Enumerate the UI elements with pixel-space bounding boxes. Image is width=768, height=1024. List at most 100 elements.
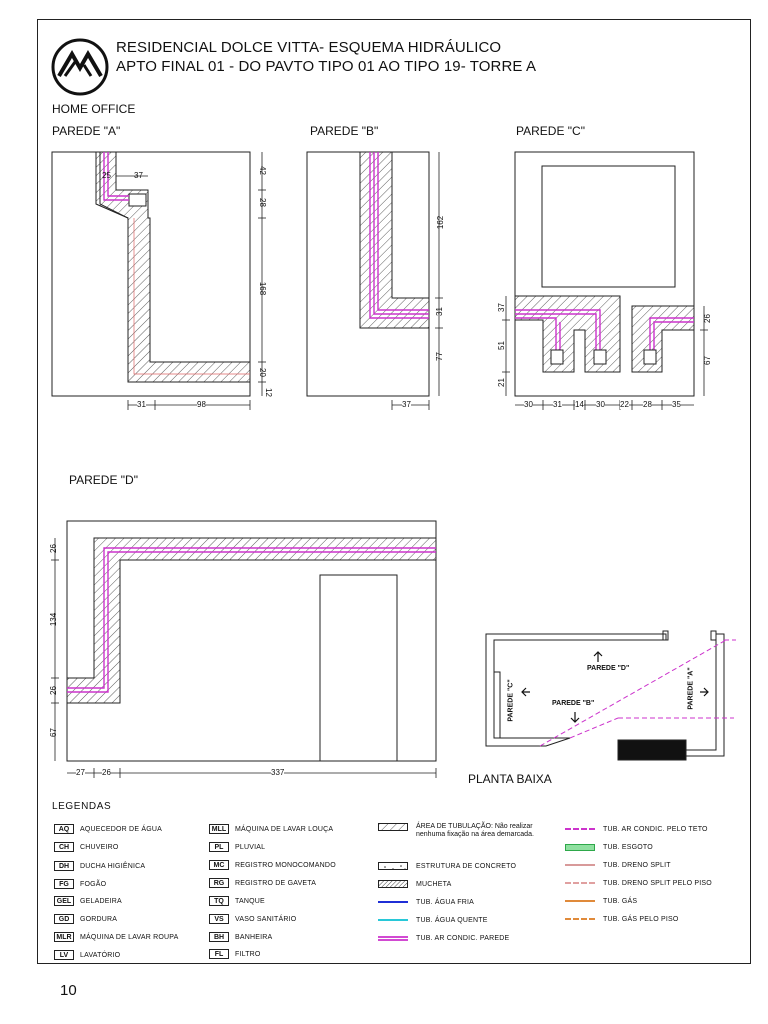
- legend-label: TUB. AR CONDIC. PELO TETO: [603, 825, 708, 833]
- wall-a-elevation: [51, 151, 251, 397]
- dim-label: 337: [271, 768, 285, 777]
- dim-label: 37: [496, 303, 506, 312]
- legend-label: TUB. GÁS PELO PISO: [603, 915, 679, 923]
- wall-b-title: PAREDE "B": [310, 124, 379, 138]
- dim-label: 21: [496, 378, 506, 387]
- wall-a-dimensions: [116, 152, 266, 410]
- legend-label: GORDURA: [80, 915, 118, 923]
- legend-code: RG: [209, 878, 229, 888]
- legend-code: BH: [209, 932, 229, 942]
- legend-code: VS: [209, 914, 229, 924]
- legend-label: FOGÃO: [80, 880, 107, 888]
- legend-item: ESTRUTURA DE CONCRETO: [378, 860, 516, 872]
- dim-label: 37: [402, 400, 411, 409]
- legend-item: TUB. ÁGUA QUENTE: [378, 914, 488, 926]
- legend-label: TUB. ESGOTO: [603, 843, 653, 851]
- dim-label: 20: [257, 368, 267, 377]
- legend-label: REGISTRO DE GAVETA: [235, 879, 317, 887]
- dim-label: 28: [257, 198, 267, 207]
- legend-code: MC: [209, 860, 229, 870]
- dim-label: 98: [197, 400, 206, 409]
- legend-label: AQUECEDOR DE ÁGUA: [80, 825, 162, 833]
- ac-wall-line-icon: [378, 935, 408, 941]
- wall-c-elevation: [514, 151, 695, 397]
- legend-item: TUB. DRENO SPLIT PELO PISO: [565, 877, 712, 889]
- dim-label: 26: [48, 686, 58, 695]
- dim-label: 35: [672, 400, 681, 409]
- legend-item: TUB. AR CONDIC. PAREDE: [378, 932, 509, 944]
- dim-label: 162: [436, 215, 446, 230]
- legend-label: TUB. AR CONDIC. PAREDE: [416, 934, 510, 942]
- legend-label: REGISTRO MONOCOMANDO: [235, 861, 336, 869]
- floor-plan: [485, 630, 736, 761]
- wall-d-elevation: [66, 520, 437, 762]
- gas-line-icon: [565, 900, 595, 902]
- legend-label: ESTRUTURA DE CONCRETO: [416, 862, 517, 870]
- legend-label: DUCHA HIGIÊNICA: [80, 862, 146, 870]
- legend-label: LAVATÓRIO: [80, 951, 121, 959]
- plan-label-wall-c: PAREDE "C": [507, 679, 515, 722]
- page-number: 10: [60, 982, 77, 999]
- dim-label: 67: [48, 728, 58, 737]
- drawing-title: RESIDENCIAL DOLCE VITTA- ESQUEMA HIDRÁUL…: [116, 38, 536, 76]
- concrete-swatch-icon: [378, 862, 408, 870]
- legend-code: TQ: [209, 896, 229, 906]
- legend-item: ÁREA DE TUBULAÇÃO: Não realizar nenhuma …: [378, 823, 536, 845]
- split-drain-floor-line-icon: [565, 882, 595, 884]
- legend-label: ÁREA DE TUBULAÇÃO: Não realizar nenhuma …: [416, 823, 534, 838]
- ac-ceiling-line-icon: [565, 828, 595, 830]
- legend-item: LV LAVATÓRIO: [54, 949, 120, 961]
- legend-label: MÁQUINA DE LAVAR ROUPA: [80, 933, 179, 941]
- legend-code: LV: [54, 950, 74, 960]
- dim-label: 30: [596, 400, 605, 409]
- wall-d-dimensions: [51, 538, 437, 778]
- wall-b-elevation: [306, 151, 430, 397]
- legend-item: MLL MÁQUINA DE LAVAR LOUÇA: [209, 823, 333, 835]
- legend-label: MÁQUINA DE LAVAR LOUÇA: [235, 825, 334, 833]
- hot-water-line-icon: [378, 919, 408, 921]
- hatch-swatch-icon: [378, 823, 408, 831]
- legend-item: MC REGISTRO MONOCOMANDO: [209, 859, 336, 871]
- dim-label: 77: [434, 352, 444, 361]
- legend-item: TUB. GÁS: [565, 895, 637, 907]
- legend-code: AQ: [54, 824, 74, 834]
- cold-water-line-icon: [378, 901, 408, 903]
- legend-item: TUB. ÁGUA FRIA: [378, 896, 474, 908]
- wall-d-title: PAREDE "D": [69, 473, 138, 487]
- mucheta-swatch-icon: [378, 880, 408, 888]
- legend-label: TUB. ÁGUA FRIA: [416, 898, 475, 906]
- floor-plan-title: PLANTA BAIXA: [468, 772, 552, 786]
- legend-label: TUB. DRENO SPLIT: [603, 861, 671, 869]
- company-logo-icon: [51, 38, 109, 96]
- dim-label: 37: [134, 171, 143, 180]
- gas-floor-line-icon: [565, 918, 595, 920]
- title-line-2: APTO FINAL 01 - DO PAVTO TIPO 01 AO TIPO…: [116, 58, 537, 75]
- title-line-1: RESIDENCIAL DOLCE VITTA- ESQUEMA HIDRÁUL…: [116, 39, 502, 56]
- legend-label: TUB. ÁGUA QUENTE: [416, 916, 488, 924]
- dim-label: 26: [102, 768, 111, 777]
- dim-label: 26: [48, 544, 58, 553]
- plan-label-wall-b: PAREDE "B": [552, 700, 595, 707]
- legend-label: MUCHETA: [416, 880, 452, 888]
- dim-label: 31: [553, 400, 562, 409]
- legend-code: GD: [54, 914, 74, 924]
- legend-code: MLL: [209, 824, 229, 834]
- legend-item: GD GORDURA: [54, 913, 117, 925]
- legend-code: CH: [54, 842, 74, 852]
- dim-label: 28: [643, 400, 652, 409]
- legend-item: RG REGISTRO DE GAVETA: [209, 877, 316, 889]
- legend-label: CHUVEIRO: [80, 843, 119, 851]
- legend-label: FILTRO: [235, 950, 261, 958]
- dim-label: 25: [102, 171, 111, 180]
- legend-label: TUB. DRENO SPLIT PELO PISO: [603, 879, 712, 887]
- dim-label: 51: [496, 341, 506, 350]
- legend-label: PLUVIAL: [235, 843, 266, 851]
